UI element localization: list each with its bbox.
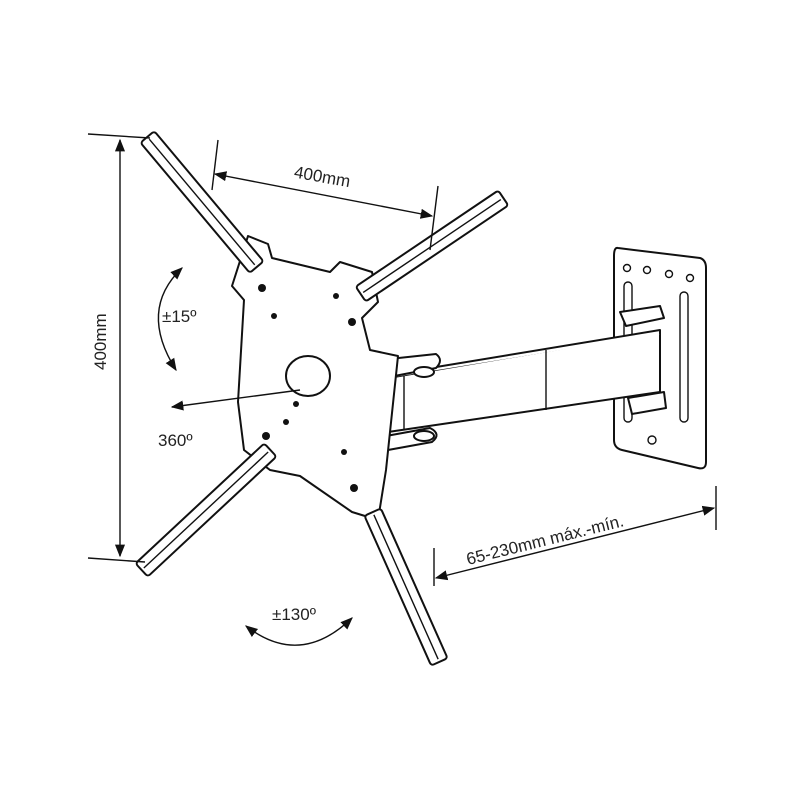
tilt-label: ±15º	[162, 307, 196, 326]
rail-top-left	[140, 131, 264, 273]
vesa-vertical-label: 400mm	[91, 313, 110, 370]
rotation-arrow	[170, 389, 301, 411]
tilt-arrow	[157, 267, 183, 372]
vesa-horizontal-dimension	[211, 139, 439, 251]
upper-bracket	[619, 305, 665, 327]
swivel-label: ±130º	[272, 605, 316, 624]
extension-dimension	[433, 486, 717, 586]
rotation-label: 360º	[158, 431, 193, 450]
vesa-horizontal-label: 400mm	[293, 163, 352, 192]
extension-label: 65-230mm máx.-mín.	[464, 511, 625, 569]
rail-top-right	[355, 190, 509, 302]
swivel-arrow	[245, 617, 353, 646]
vesa-plate	[231, 235, 399, 521]
rail-bottom-right	[364, 508, 448, 666]
rail-bottom-left	[135, 443, 277, 577]
extension-arm	[379, 329, 661, 451]
vesa-vertical-dimension	[87, 133, 151, 563]
